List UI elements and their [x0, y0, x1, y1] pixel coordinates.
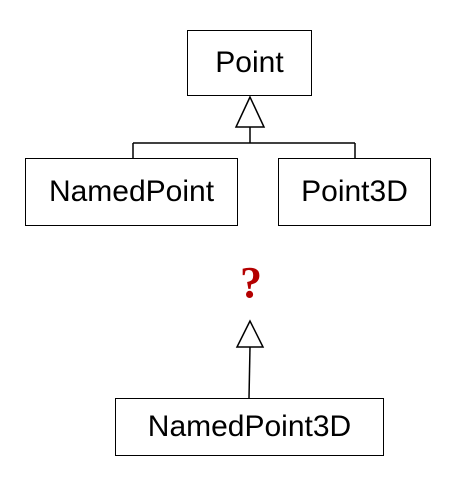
class-label-namedpoint: NamedPoint: [48, 175, 215, 208]
class-box-point: Point: [187, 30, 312, 96]
connector-namedpoint3d-up: [248, 346, 251, 399]
class-label-namedpoint3d: NamedPoint3D: [147, 410, 352, 443]
class-box-namedpoint: NamedPoint: [25, 158, 238, 226]
inheritance-arrowhead-question: [235, 319, 265, 348]
inheritance-arrowhead-point: [234, 95, 266, 128]
class-box-point3d: Point3D: [278, 158, 431, 226]
unknown-parent-question-mark: ?: [240, 258, 262, 307]
class-label-point3d: Point3D: [301, 175, 408, 208]
class-box-namedpoint3d: NamedPoint3D: [115, 398, 384, 456]
class-label-point: Point: [215, 46, 284, 79]
